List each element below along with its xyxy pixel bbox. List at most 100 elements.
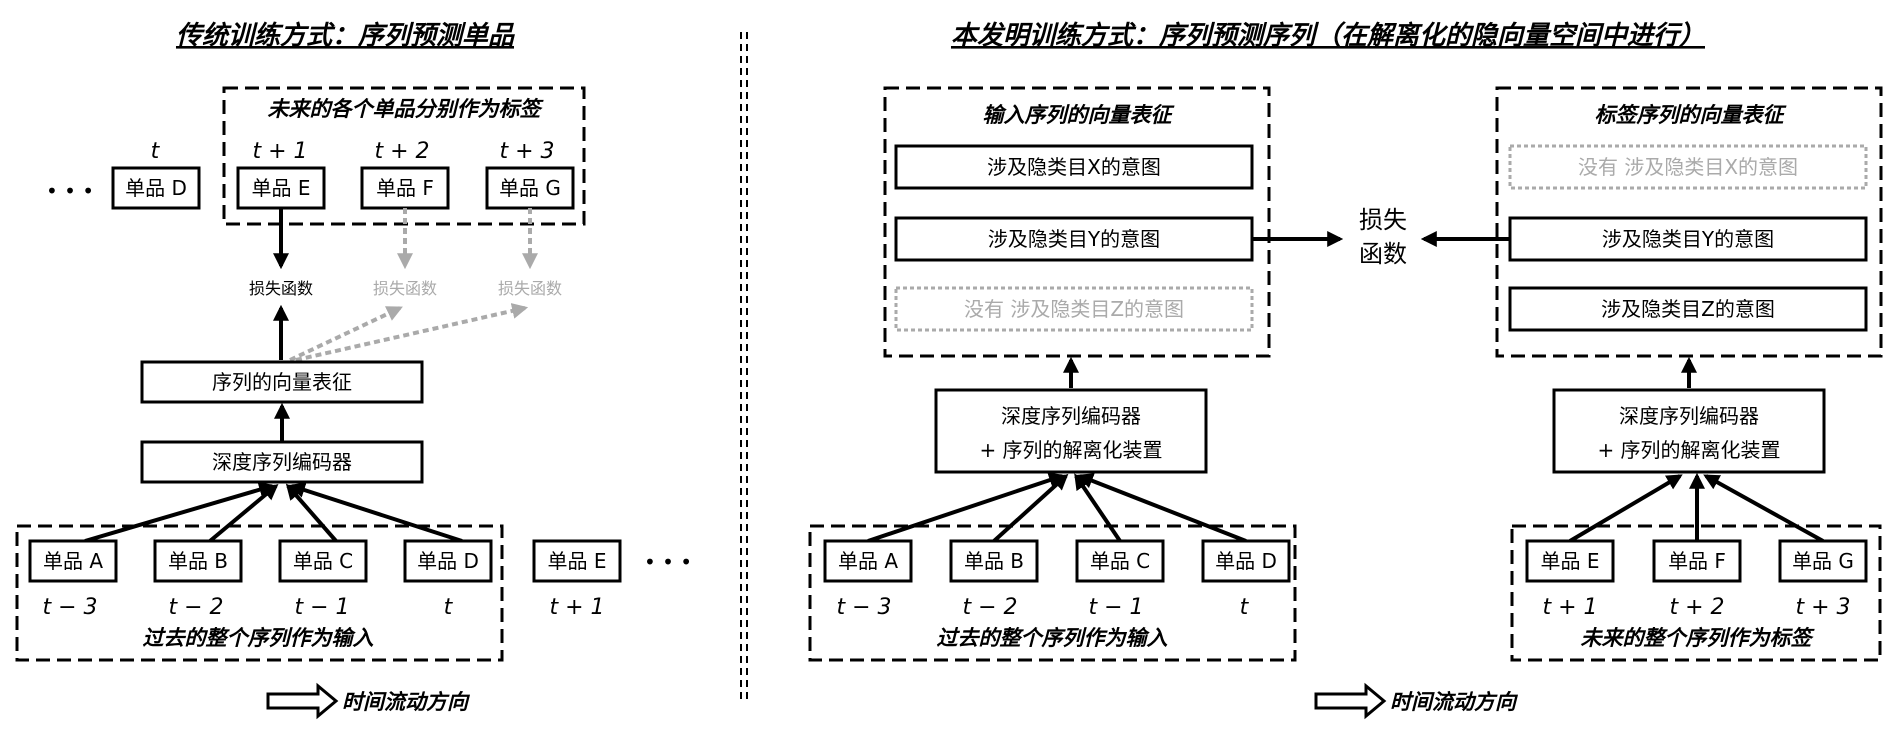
- right-loss-line2: 函数: [1359, 240, 1407, 268]
- right-input-item-a: 单品 A t − 3: [823, 539, 913, 620]
- right-input-intent-z-box: [894, 286, 1254, 332]
- right-input-intent-x: 涉及隐类目X的意图: [987, 155, 1161, 179]
- right-past-label: 过去的整个序列作为输入: [937, 626, 1168, 650]
- left-top-item-f: t + 2 单品 F: [360, 139, 450, 210]
- right-label-encoder-line1: 深度序列编码器: [1619, 404, 1759, 428]
- right-input-vector-group: [883, 86, 1271, 358]
- time-label: t + 1: [252, 139, 307, 164]
- item-label: 单品 A: [838, 549, 898, 573]
- right-label-item-e: 单品 E t + 1: [1525, 539, 1615, 620]
- left-encoder-label: 深度序列编码器: [212, 450, 352, 474]
- item-box: [1778, 539, 1868, 583]
- left-input-item-d: 单品 D t: [403, 539, 493, 620]
- arrow-rb-to-encoder: [992, 473, 1069, 543]
- left-input-item-e: 单品 E t + 1: [532, 539, 622, 620]
- left-encoder-box: [140, 440, 424, 484]
- arrow-rc-to-encoder: [1074, 473, 1122, 543]
- arrow-vector-to-loss-3: [295, 303, 529, 362]
- item-label: 单品 F: [376, 176, 434, 200]
- right-loss-line1: 损失: [1359, 206, 1407, 234]
- item-label: 单品 E: [548, 549, 607, 573]
- right-label-intent-x-box: [1508, 144, 1868, 190]
- item-label: 单品 G: [499, 176, 561, 200]
- time-label: t − 2: [962, 595, 1017, 620]
- item-label: 单品 D: [417, 549, 479, 573]
- item-box: [403, 539, 493, 583]
- right-label-intent-x: 没有 涉及隐类目X的意图: [1578, 155, 1798, 179]
- right-label-vector-group: [1495, 86, 1883, 358]
- right-title: 本发明训练方式：序列预测序列（在解离化的隐向量空间中进行）: [951, 21, 1705, 51]
- right-future-label: 未来的整个序列作为标签: [1581, 626, 1816, 650]
- right-label-vector-label: 标签序列的向量表征: [1595, 103, 1788, 127]
- time-label: t + 1: [549, 595, 604, 620]
- left-seq-vector-label: 序列的向量表征: [212, 370, 352, 394]
- item-box: [949, 539, 1039, 583]
- right-label-intent-y-box: [1508, 216, 1868, 262]
- right-label-item-f: 单品 F t + 2: [1652, 539, 1742, 620]
- left-past-group: [15, 524, 504, 662]
- item-label: 单品 F: [1668, 549, 1726, 573]
- left-time-flow-arrow-icon: [266, 682, 339, 720]
- arrow-d-to-encoder: [288, 482, 463, 543]
- item-label: 单品 E: [252, 176, 311, 200]
- time-label: t + 3: [499, 139, 554, 164]
- item-box: [823, 539, 913, 583]
- time-label: t + 2: [374, 139, 429, 164]
- arrow-vector-to-loss-2: [289, 306, 403, 362]
- left-input-item-c: 单品 C t − 1: [278, 539, 368, 620]
- arrow-rd-to-encoder: [1077, 473, 1247, 543]
- time-label: t − 3: [42, 595, 97, 620]
- left-title: 传统训练方式：序列预测单品: [176, 21, 515, 51]
- right-time-flow-arrow-icon: [1314, 682, 1387, 720]
- time-label: t − 1: [1088, 595, 1143, 620]
- right-time-flow-label: 时间流动方向: [1390, 690, 1519, 714]
- item-label: 单品 C: [1090, 549, 1150, 573]
- item-label: 单品 E: [1541, 549, 1600, 573]
- left-future-label: 未来的各个单品分别作为标签: [268, 97, 545, 121]
- time-label: t: [151, 139, 161, 164]
- arrow-rg-to-encoder: [1703, 474, 1824, 543]
- left-seq-vector-box: [140, 360, 424, 404]
- time-label: t + 2: [1669, 595, 1724, 620]
- right-input-item-d: 单品 D t: [1201, 539, 1291, 620]
- right-input-vector-label: 输入序列的向量表征: [983, 103, 1176, 127]
- item-label: 单品 D: [1215, 549, 1277, 573]
- arrow-a-to-encoder: [84, 481, 276, 543]
- right-label-encoder-line2: + 序列的解离化装置: [1597, 438, 1780, 462]
- right-future-group: [1510, 524, 1882, 662]
- right-label-intent-z: 涉及隐类目Z的意图: [1601, 297, 1775, 321]
- item-box: [1075, 539, 1165, 583]
- item-box: [1525, 539, 1615, 583]
- item-box: [153, 539, 243, 583]
- item-box: [360, 166, 450, 210]
- right-input-encoder-line2: + 序列的解离化装置: [979, 438, 1162, 462]
- left-loss-3: 损失函数: [498, 279, 562, 298]
- item-box: [485, 166, 575, 210]
- item-box: [278, 539, 368, 583]
- right-input-item-b: 单品 B t − 2: [949, 539, 1039, 620]
- arrow-re-to-encoder: [1568, 474, 1683, 543]
- left-top-item-d: t 单品 D: [111, 139, 201, 210]
- item-box: [1652, 539, 1742, 583]
- right-label-intent-y: 涉及隐类目Y的意图: [1602, 227, 1774, 251]
- arrow-b-to-encoder: [208, 483, 279, 543]
- time-label: t − 2: [168, 595, 223, 620]
- left-top-ellipsis: • • •: [46, 179, 94, 203]
- left-input-item-b: 单品 B t − 2: [153, 539, 243, 620]
- time-label: t + 3: [1795, 595, 1850, 620]
- item-box: [1201, 539, 1291, 583]
- time-label: t + 1: [1542, 595, 1597, 620]
- item-label: 单品 C: [293, 549, 353, 573]
- left-top-item-e: t + 1 单品 E: [236, 139, 326, 210]
- left-top-item-g: t + 3 单品 G: [485, 139, 575, 210]
- right-input-encoder-line1: 深度序列编码器: [1001, 404, 1141, 428]
- time-label: t: [444, 595, 454, 620]
- left-loss-2: 损失函数: [373, 279, 437, 298]
- right-input-encoder-box: [934, 388, 1208, 474]
- right-input-item-c: 单品 C t − 1: [1075, 539, 1165, 620]
- right-input-intent-x-box: [894, 144, 1254, 190]
- right-label-intent-z-box: [1508, 286, 1868, 332]
- arrow-ra-to-encoder: [867, 472, 1066, 543]
- right-input-intent-z: 没有 涉及隐类目Z的意图: [964, 297, 1184, 321]
